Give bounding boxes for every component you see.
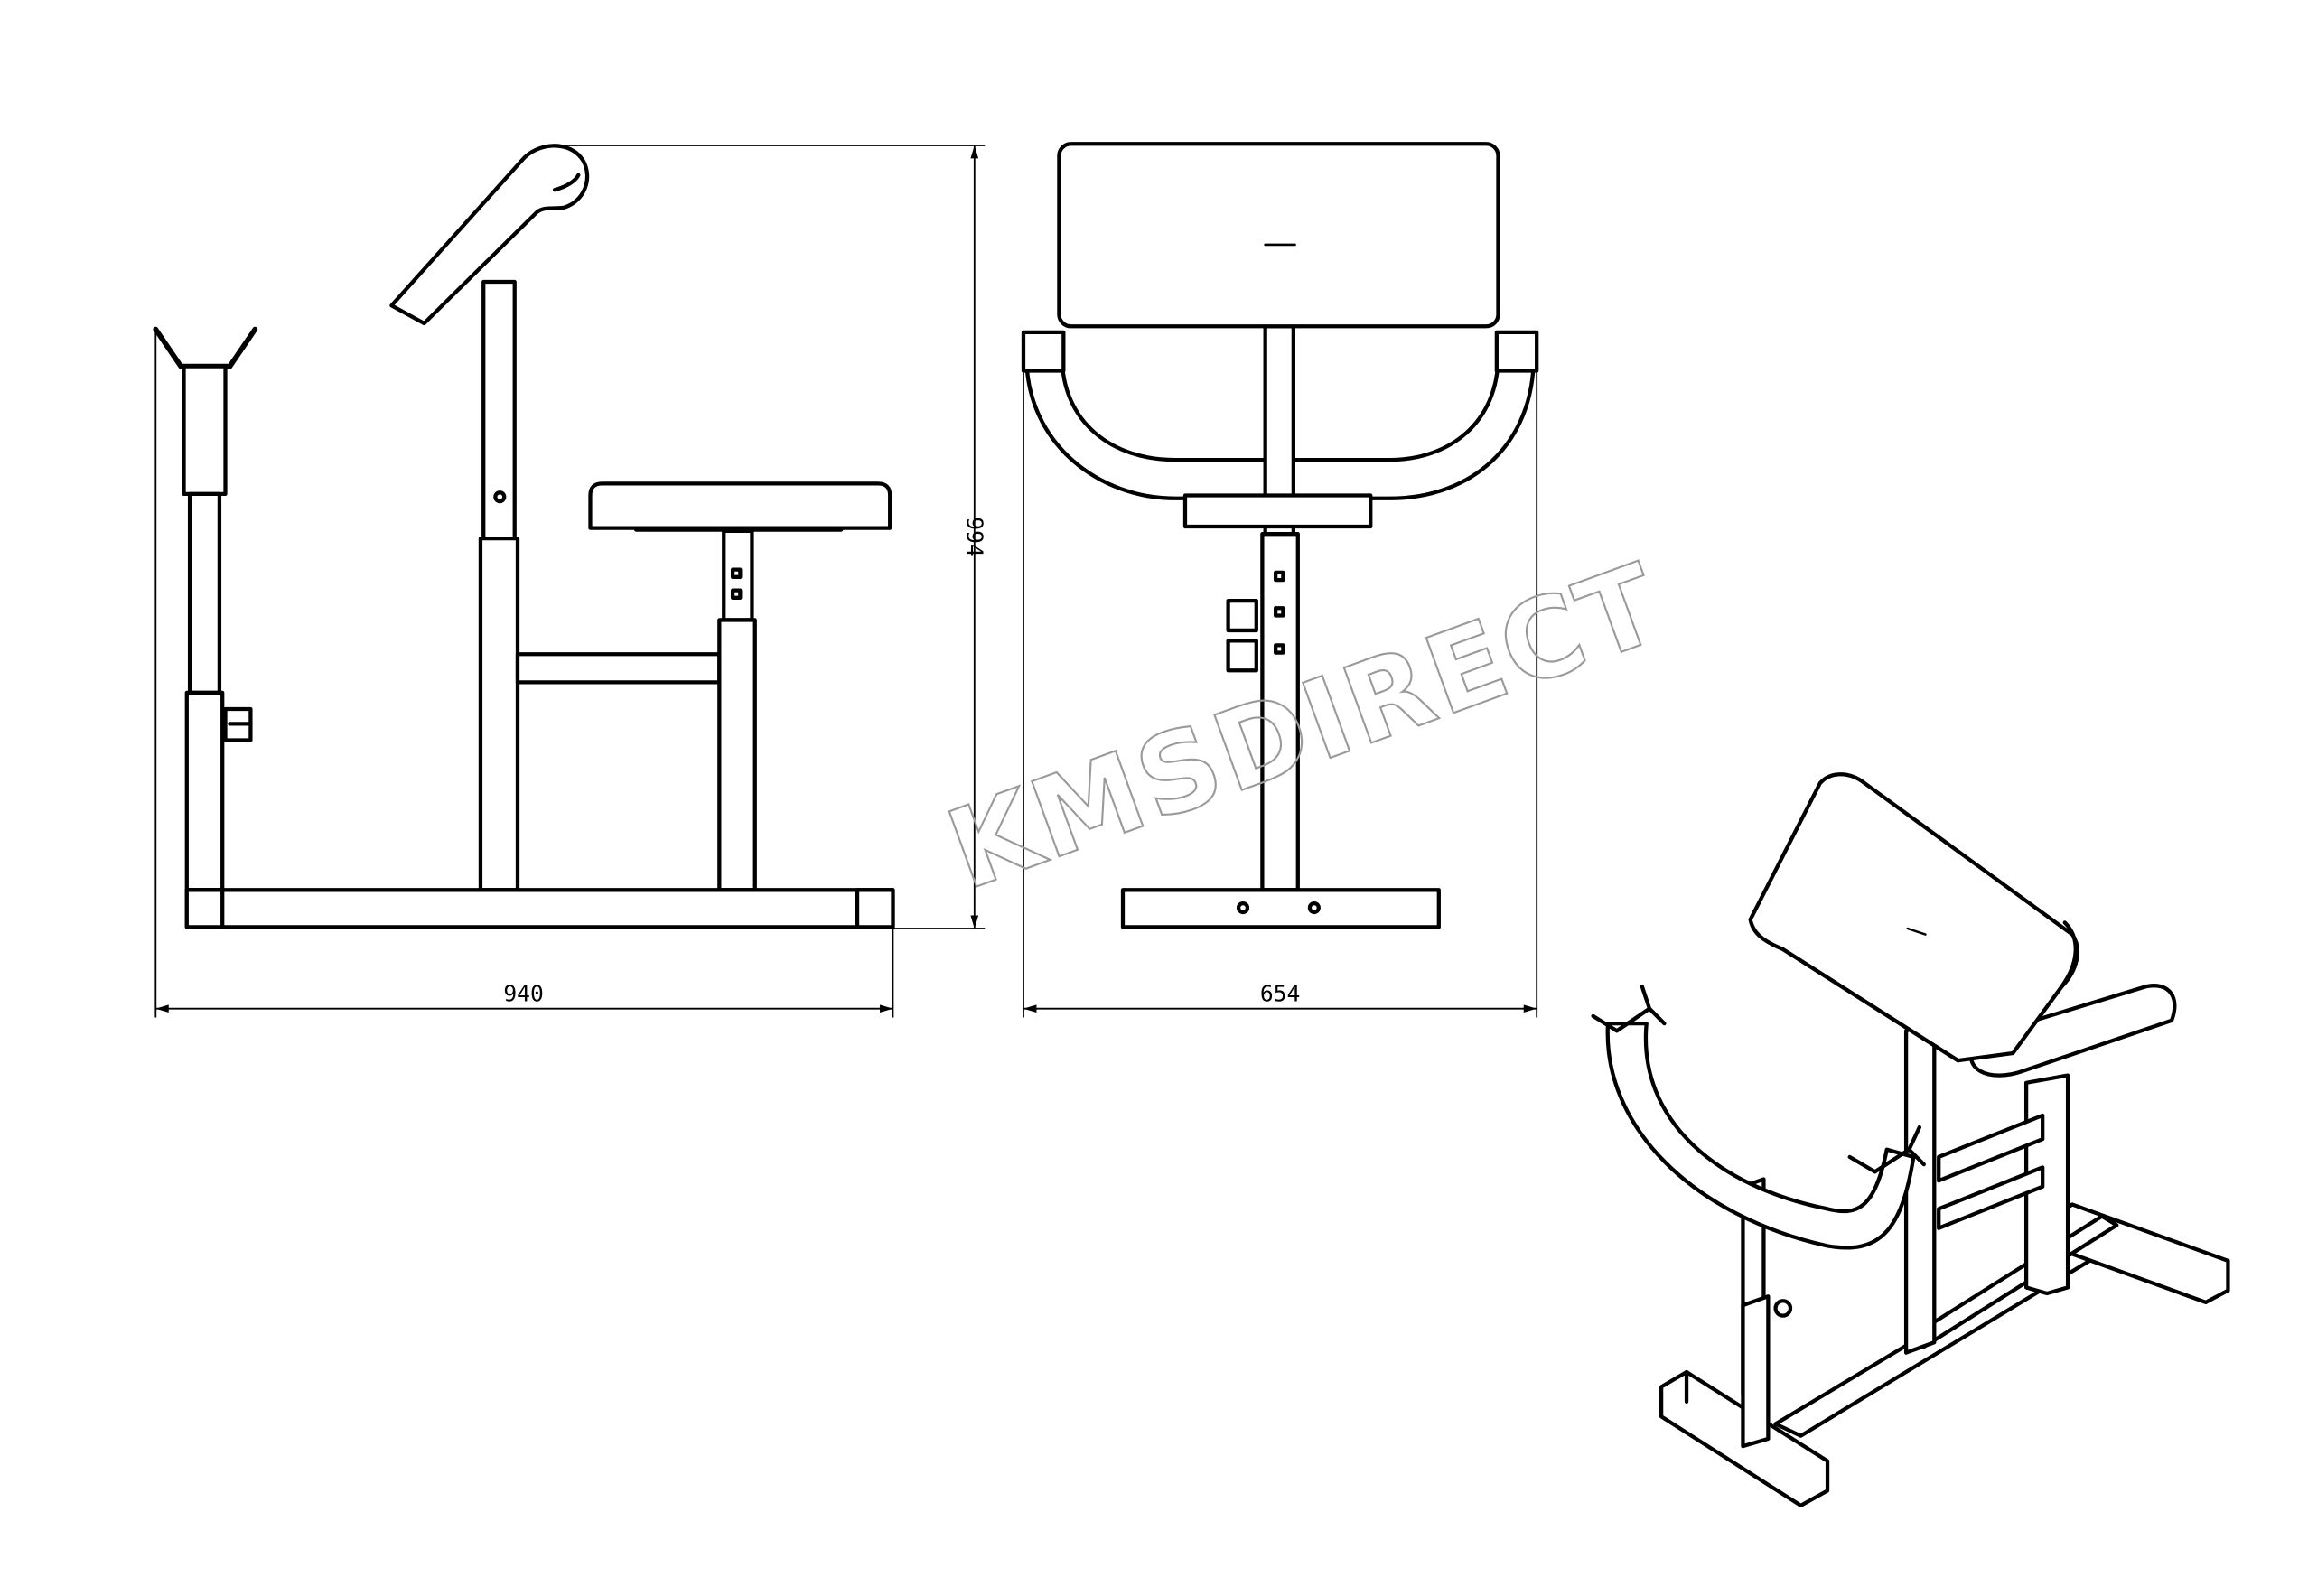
front-pad xyxy=(1057,142,1500,329)
base-bar xyxy=(184,888,895,929)
front-post xyxy=(1182,324,1373,892)
front-width-dimension: 654 xyxy=(1023,338,1538,1018)
front-view: 654 xyxy=(1021,142,1539,1018)
side-width-dimension: 940 xyxy=(154,329,894,1018)
preacher-pad xyxy=(389,144,590,326)
arm-curl-bar xyxy=(1021,330,1539,500)
iso-seat xyxy=(1968,984,2177,1078)
iso-posts xyxy=(1741,1018,2070,1449)
height-dimension: 994 xyxy=(566,145,988,929)
arm-rest-holder-post xyxy=(153,326,258,892)
height-dimension-label: 994 xyxy=(962,517,988,556)
seat xyxy=(588,481,892,892)
adjustment-knob xyxy=(1226,598,1258,633)
preacher-pad-post xyxy=(389,144,590,892)
side-view: 994 940 xyxy=(153,144,988,1018)
front-base xyxy=(1120,888,1441,929)
front-width-label: 654 xyxy=(1260,980,1300,1006)
isometric-view xyxy=(1591,772,2230,1507)
watermark: KMSDIRECT xyxy=(932,538,1678,914)
iso-pad xyxy=(1748,772,2079,1063)
cross-bar xyxy=(515,652,722,685)
side-width-label: 940 xyxy=(503,980,543,1006)
adjustment-knob xyxy=(1226,639,1258,673)
iso-arm-curl-bar xyxy=(1591,984,1926,1250)
